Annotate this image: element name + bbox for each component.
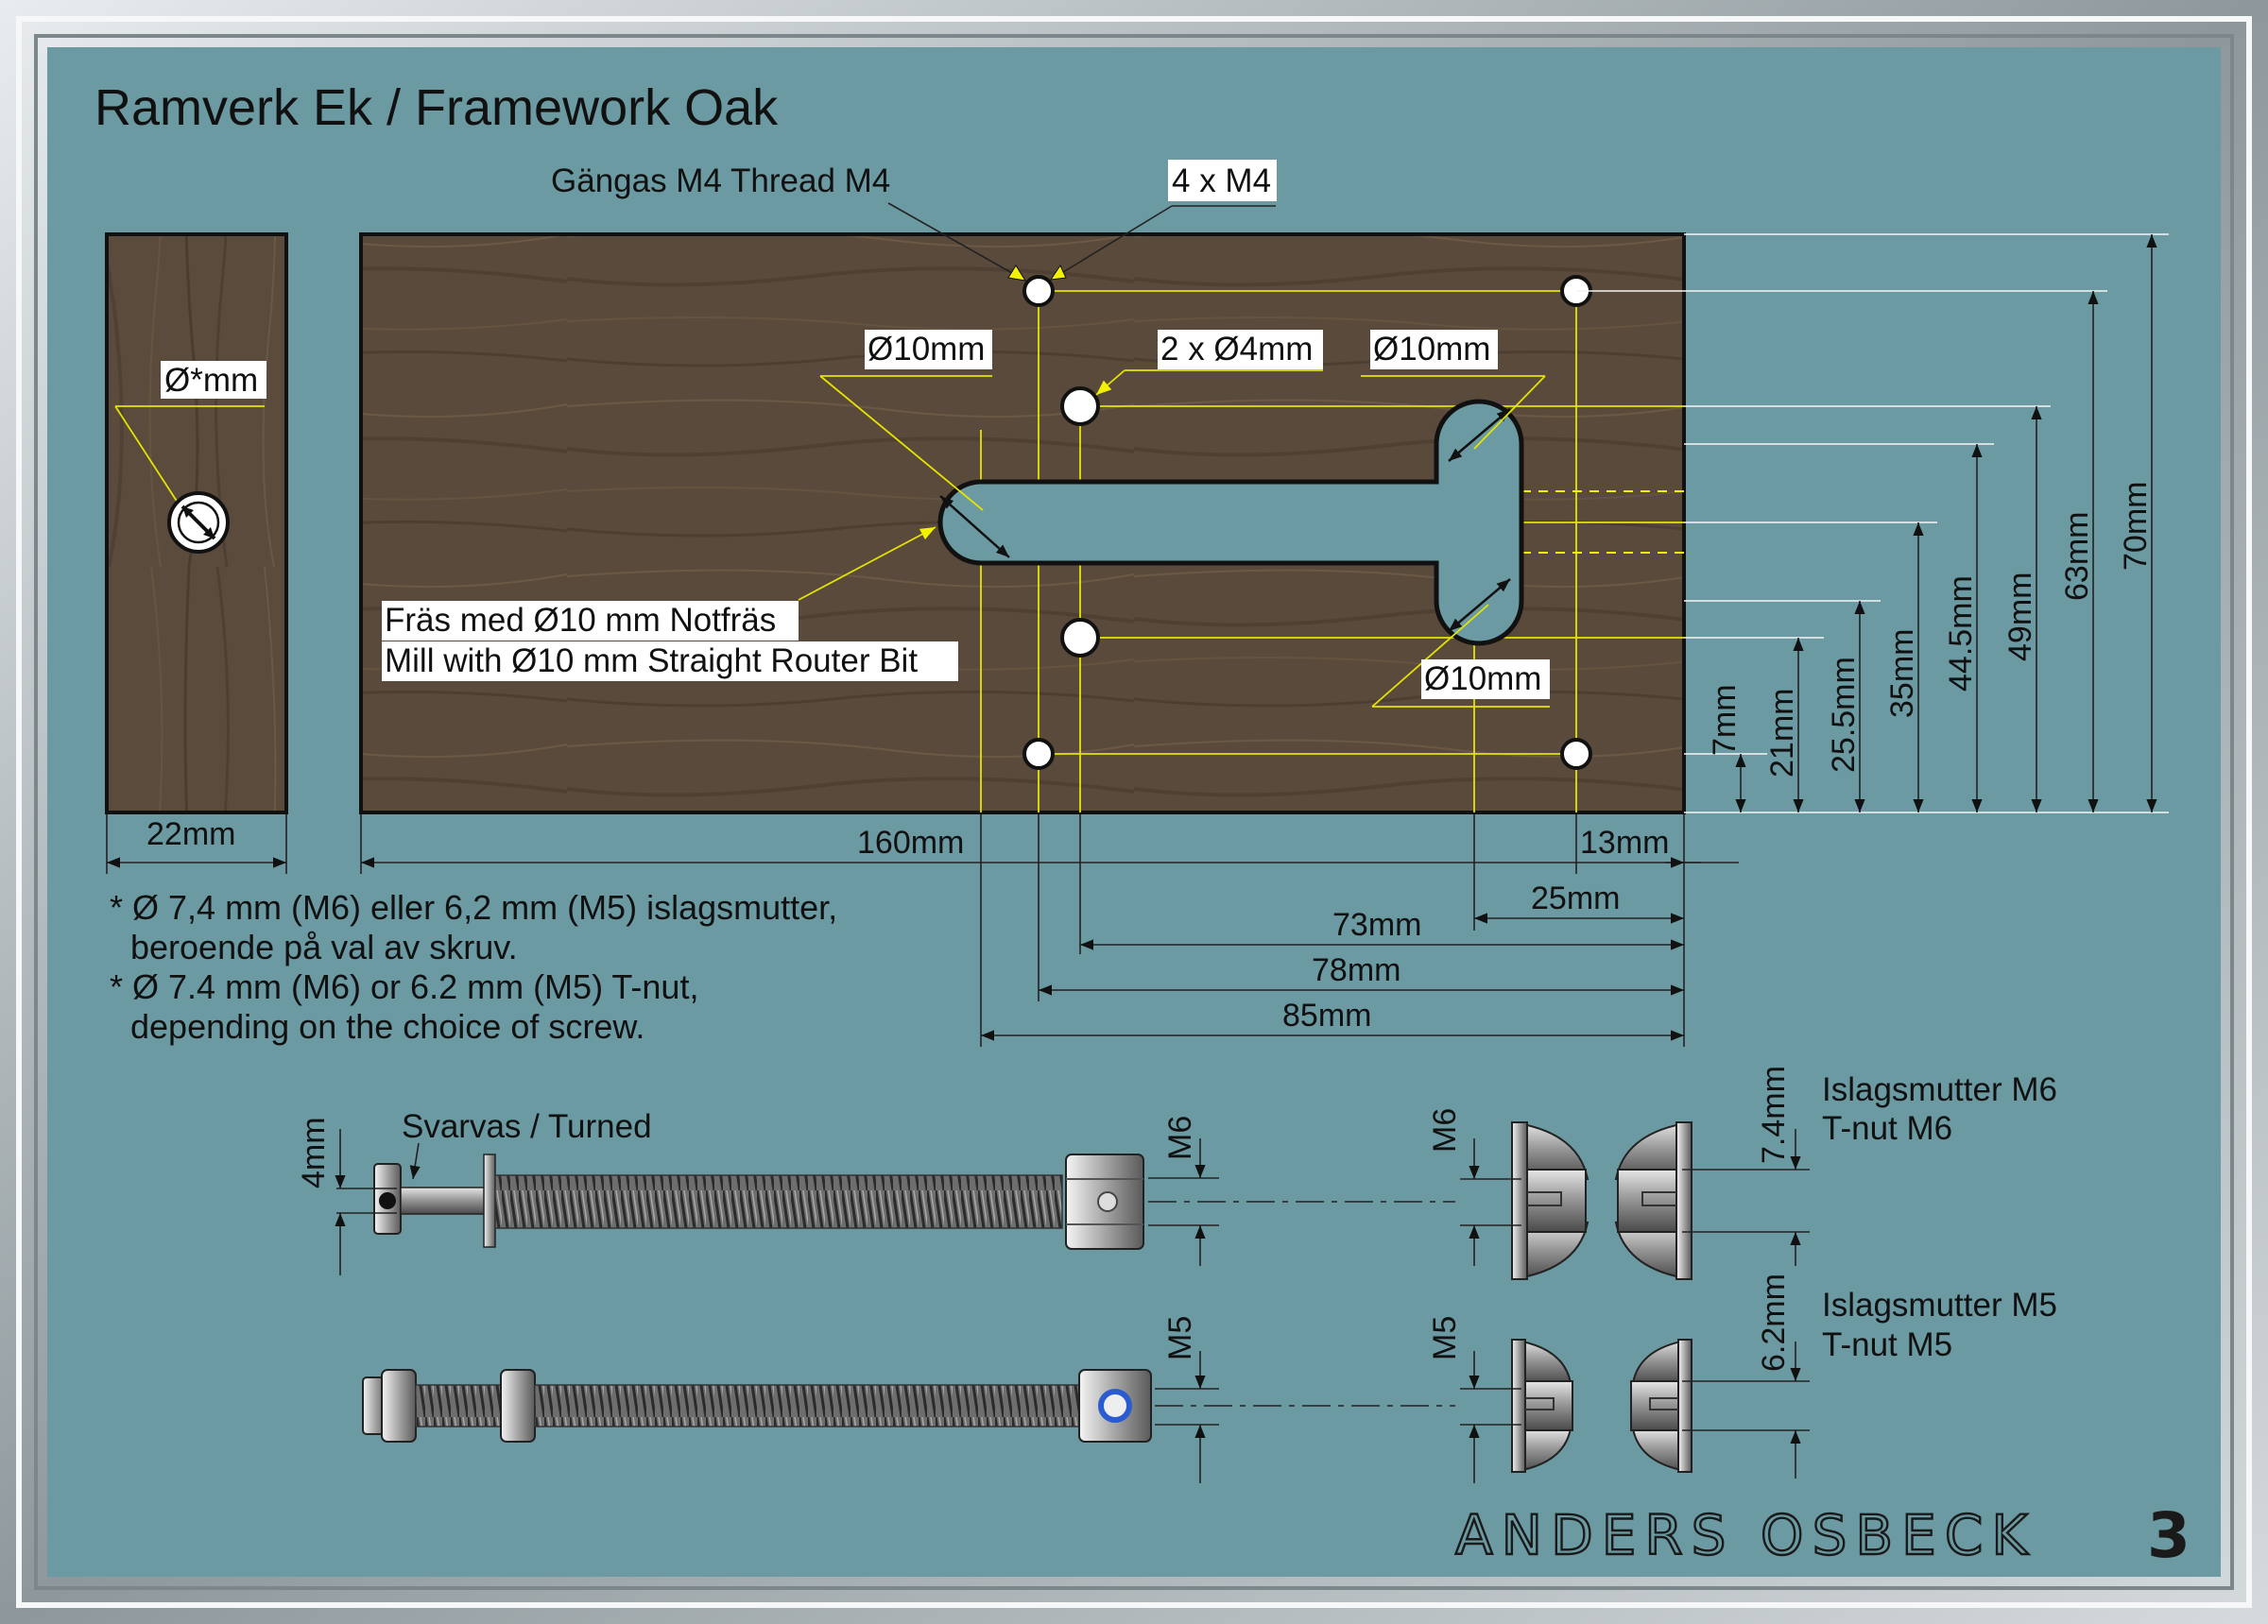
- m4-holes-callout: 4 x M4: [1172, 162, 1271, 199]
- m4-hole: [1560, 738, 1592, 770]
- vertical-dimensions: [1576, 233, 2169, 813]
- dim-v25-5: 25.5mm: [1826, 657, 1862, 773]
- dim-v49: 49mm: [2002, 573, 2038, 661]
- brand-logo: ANDERS OSBECK: [1455, 1503, 2036, 1567]
- slot-diameter-callout-3: Ø10mm: [1424, 660, 1541, 697]
- 4mm-hole: [1060, 386, 1100, 426]
- dim-tnut-m5: 6.2mm: [1756, 1274, 1792, 1372]
- dim-length: 160mm: [857, 825, 964, 861]
- dim-v44-5: 44.5mm: [1943, 575, 1979, 692]
- slot-diameter-callout-2: Ø10mm: [1373, 331, 1490, 368]
- m6-screw-assembly: [373, 1154, 1144, 1250]
- slot-diameter-callout-1: Ø10mm: [868, 331, 985, 368]
- note-sv-line1: * Ø 7,4 mm (M6) eller 6,2 mm (M5) islags…: [110, 888, 837, 927]
- dim-right-offset: 13mm: [1580, 825, 1669, 861]
- mill-note-en: Mill with Ø10 mm Straight Router Bit: [385, 642, 918, 679]
- 4mm-hole: [1060, 618, 1100, 658]
- dim-v70: 70mm: [2118, 482, 2154, 571]
- dim-tnut-m6: 7.4mm: [1756, 1066, 1792, 1164]
- dim-v21: 21mm: [1764, 689, 1800, 778]
- tnut-m5-dim-label: M5: [1427, 1316, 1463, 1360]
- m5-screw-assembly: [362, 1369, 1152, 1443]
- note-en-line2: depending on the choice of screw.: [130, 1007, 644, 1046]
- tnut-m6-dim-label: M6: [1427, 1108, 1463, 1153]
- side-hole-label: Ø*mm: [164, 362, 258, 399]
- tnut-m5-drawing: [1511, 1338, 1692, 1474]
- tnut-hole-symbol: [167, 491, 230, 554]
- horizontal-dimensions: [360, 814, 1739, 1047]
- thread-callout: Gängas M4 Thread M4: [551, 162, 890, 199]
- dim-side-width: 22mm: [146, 816, 235, 852]
- 4mm-holes-callout: 2 x Ø4mm: [1160, 331, 1313, 368]
- tnut-m6-title-sv: Islagsmutter M6: [1822, 1071, 2057, 1108]
- dim-78: 78mm: [1312, 952, 1400, 988]
- m4-hole: [1022, 738, 1055, 770]
- dim-m5-screw: M5: [1162, 1316, 1198, 1360]
- note-en-line1: * Ø 7.4 mm (M6) or 6.2 mm (M5) T-nut,: [110, 967, 698, 1006]
- tnut-m5-title-sv: Islagsmutter M5: [1822, 1287, 2057, 1324]
- turned-callout: Svarvas / Turned: [402, 1108, 652, 1145]
- m4-hole: [1022, 275, 1055, 307]
- dim-73: 73mm: [1332, 907, 1421, 943]
- brand-logo-mark: 3: [2147, 1499, 2191, 1572]
- dim-v35: 35mm: [1884, 629, 1920, 718]
- dim-85: 85mm: [1282, 998, 1371, 1034]
- dim-m6-screw: M6: [1162, 1116, 1198, 1160]
- note-sv-line2: beroende på val av skruv.: [130, 928, 518, 966]
- tnut-m6-title-en: T-nut M6: [1822, 1110, 1952, 1147]
- dim-v63: 63mm: [2059, 512, 2095, 601]
- dim-25: 25mm: [1531, 880, 1620, 916]
- mill-note-sv: Fräs med Ø10 mm Notfräs: [385, 602, 776, 639]
- dim-screw-4mm: 4mm: [296, 1117, 332, 1188]
- tnut-m5-title-en: T-nut M5: [1822, 1326, 1952, 1363]
- dim-v7: 7mm: [1707, 684, 1743, 756]
- tnut-m6-drawing: [1511, 1120, 1692, 1281]
- page-title: Ramverk Ek / Framework Oak: [94, 79, 779, 136]
